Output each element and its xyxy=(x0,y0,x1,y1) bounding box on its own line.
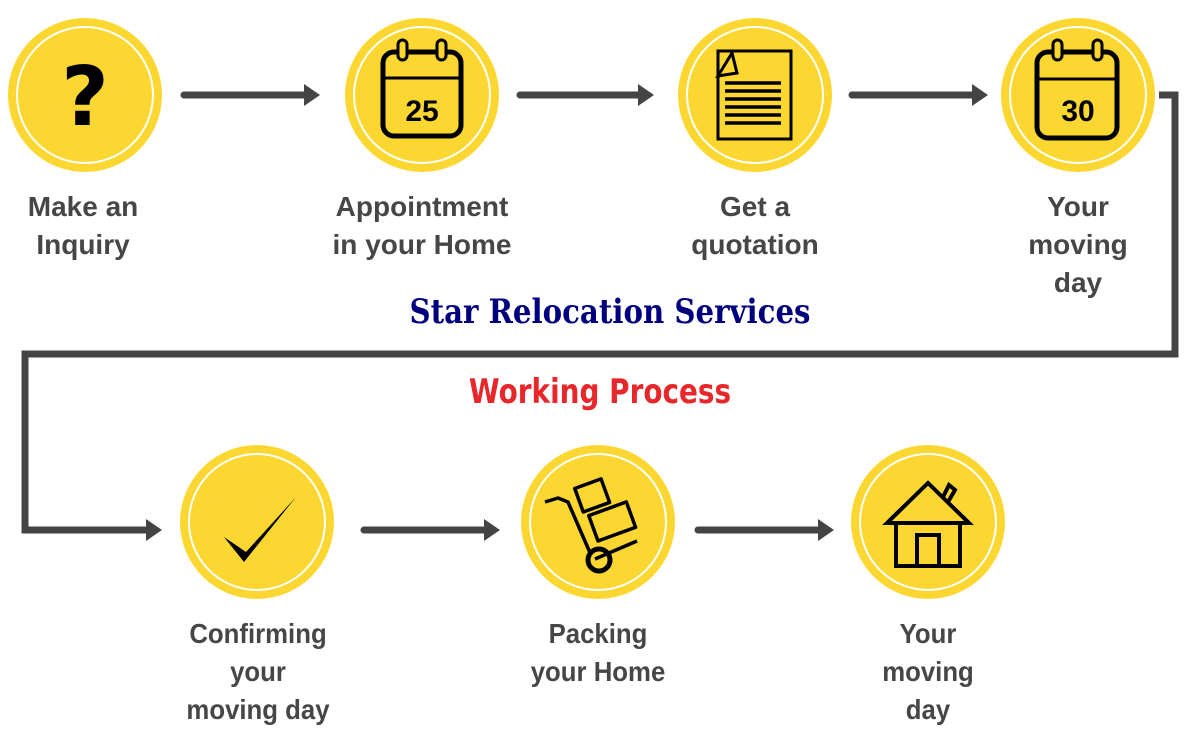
step-6-label: Packing your Home xyxy=(530,618,666,687)
calendar-icon: 30 xyxy=(1034,38,1120,141)
house-icon xyxy=(882,480,974,568)
step-5-circle xyxy=(180,445,334,599)
checkmark-icon xyxy=(224,497,296,562)
hand-truck-icon xyxy=(544,477,638,574)
svg-text:25: 25 xyxy=(405,95,438,128)
step-4-circle: 30 xyxy=(1001,18,1155,172)
svg-text:30: 30 xyxy=(1061,95,1094,128)
step-2-label: Appointment in your Home xyxy=(332,191,512,260)
step-3-label: Get a quotation xyxy=(691,191,819,260)
arrowhead-5-6 xyxy=(484,519,500,541)
step-3-circle xyxy=(678,18,832,172)
wrap-connector xyxy=(21,91,1179,534)
step-1-circle: ? xyxy=(8,18,162,172)
step-5-label: Confirming your moving day xyxy=(186,618,330,725)
arrowhead-1-2 xyxy=(304,84,320,106)
step-4-label: Your moving day xyxy=(1028,191,1128,298)
arrowhead-6-7 xyxy=(818,519,834,541)
step-1-label: Make an Inquiry xyxy=(27,191,139,260)
svg-text:?: ? xyxy=(61,50,109,145)
step-6-circle xyxy=(521,445,675,599)
document-icon xyxy=(715,49,793,141)
calendar-icon: 25 xyxy=(380,38,464,139)
step-7-circle xyxy=(851,445,1005,599)
company-title: Star Relocation Services xyxy=(409,292,811,332)
question-mark-icon: ? xyxy=(61,50,109,145)
step-2-circle: 25 xyxy=(345,18,499,172)
step-7-label: Your moving day xyxy=(882,618,974,725)
arrowhead-2-3 xyxy=(638,84,654,106)
process-subtitle: Working Process xyxy=(468,372,732,412)
arrowhead-4-5 xyxy=(146,519,162,541)
arrowhead-3-4 xyxy=(972,84,988,106)
